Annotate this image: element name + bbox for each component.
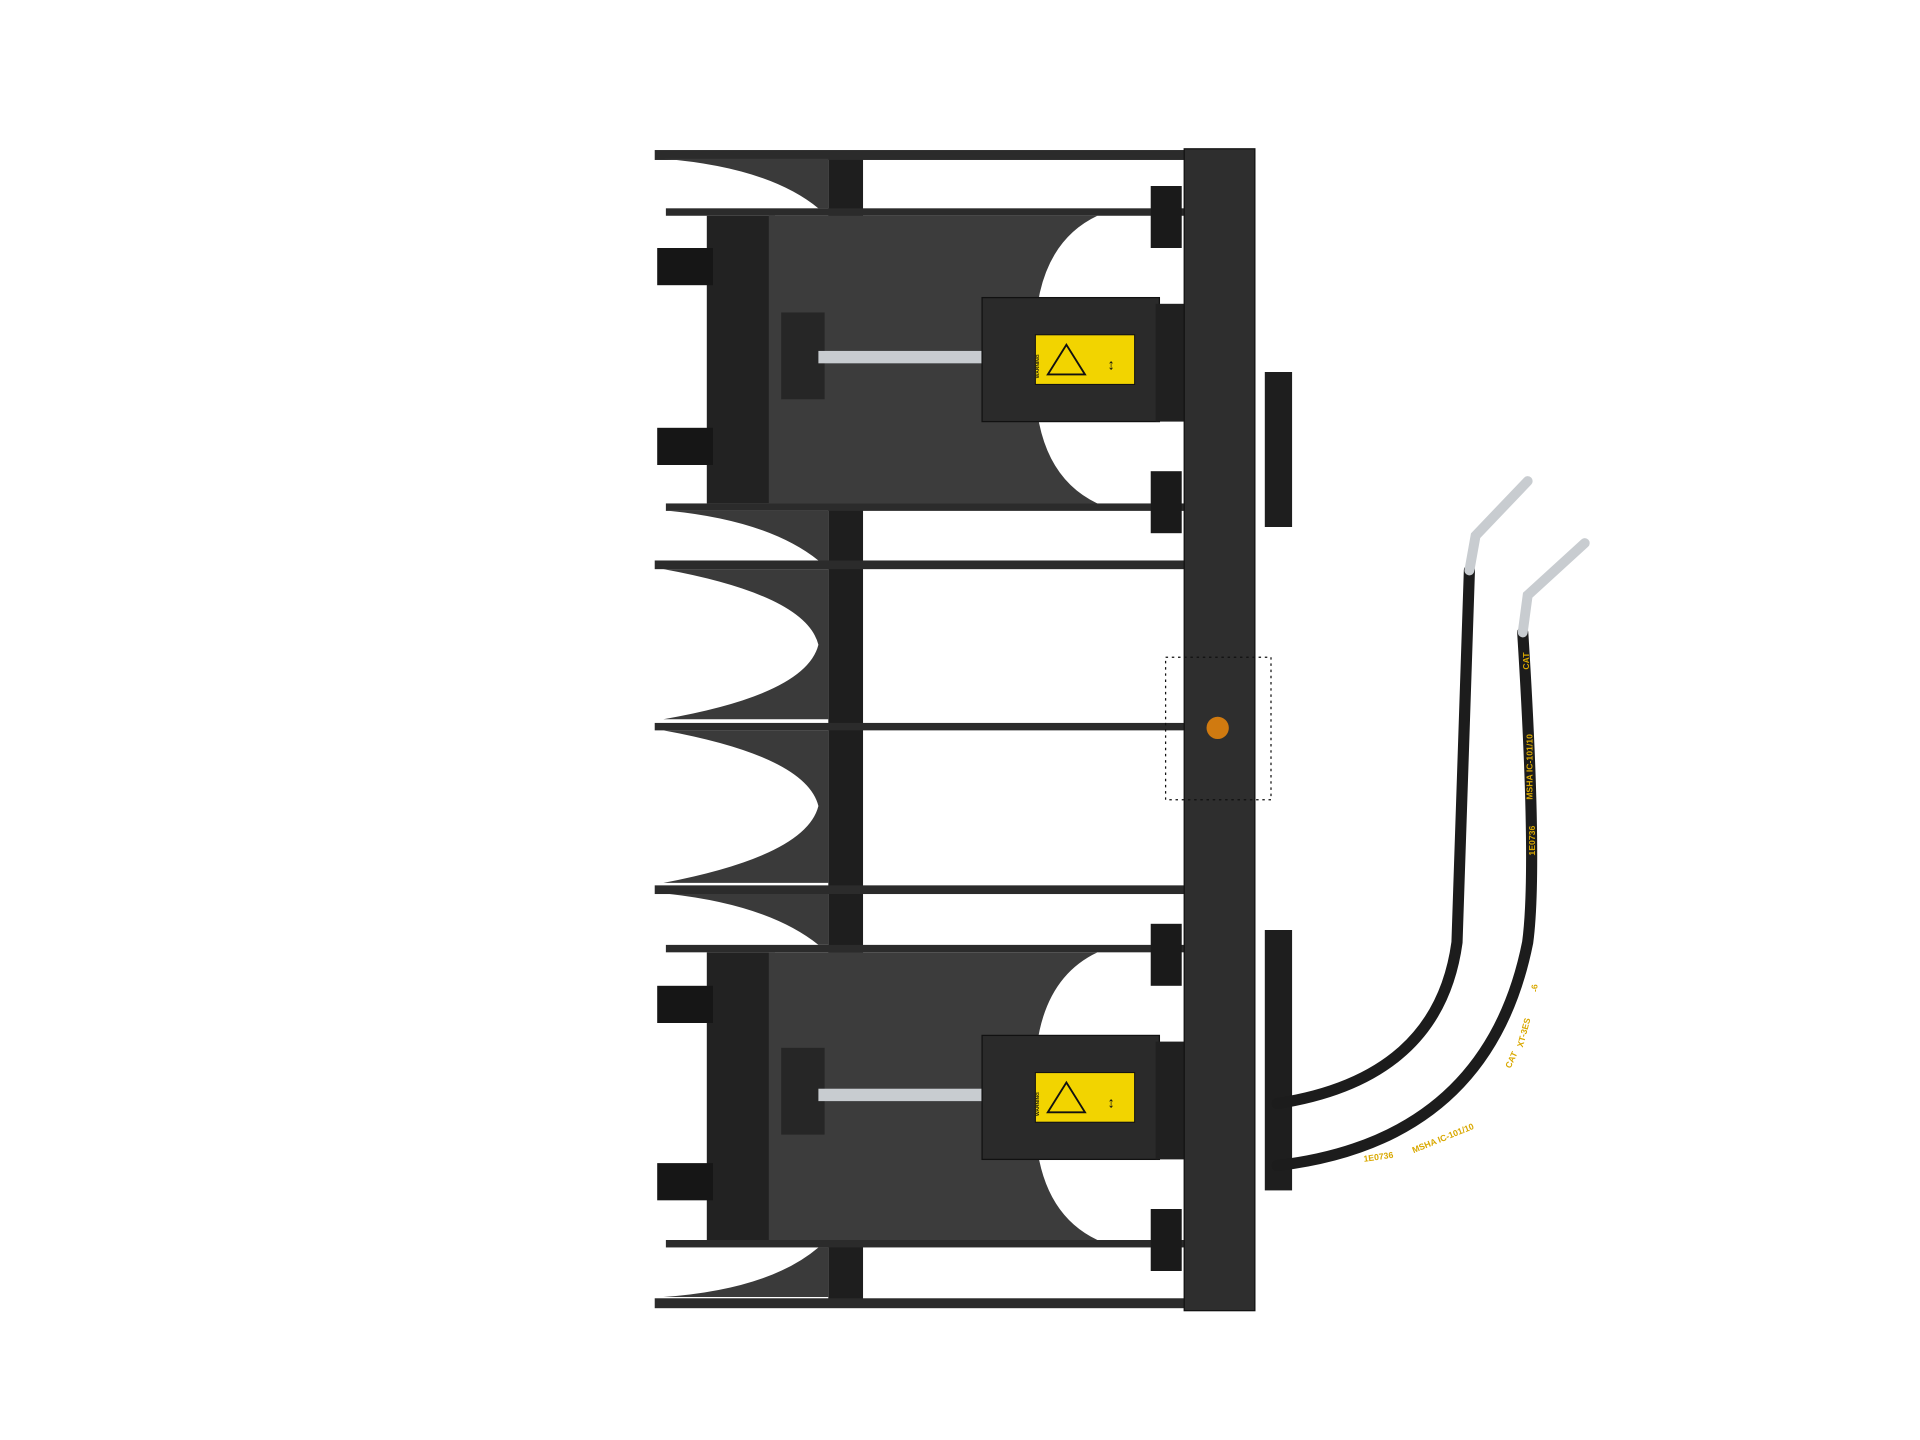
arrow-icon: ↕ bbox=[1107, 358, 1114, 374]
svg-text:1E0736: 1E0736 bbox=[1527, 826, 1537, 856]
svg-text:MSHA IC-101/10: MSHA IC-101/10 bbox=[1525, 734, 1535, 800]
svg-text:XT-3ES: XT-3ES bbox=[1515, 1017, 1532, 1049]
arrow-icon: ↕ bbox=[1107, 1095, 1114, 1111]
svg-text:CAT: CAT bbox=[1503, 1049, 1520, 1069]
svg-text:-6: -6 bbox=[1530, 984, 1540, 992]
svg-text:CAT: CAT bbox=[1521, 652, 1531, 670]
warning-text: WARNING bbox=[1035, 1092, 1041, 1116]
warning-text: WARNING bbox=[1035, 354, 1041, 378]
tine-teeth bbox=[663, 158, 829, 1298]
lower-grapple-arm bbox=[657, 952, 1206, 1240]
upper-grapple-arm bbox=[657, 215, 1206, 504]
logo-badge bbox=[1206, 716, 1229, 740]
hydraulic-hoses bbox=[1271, 476, 1590, 1172]
warning-label-upper: WARNING ↕ bbox=[1034, 334, 1136, 385]
mount-frame bbox=[1150, 148, 1293, 1312]
svg-text:1E0736: 1E0736 bbox=[1363, 1150, 1394, 1164]
warning-label-lower: WARNING ↕ bbox=[1034, 1072, 1136, 1123]
svg-text:MSHA IC-101/10: MSHA IC-101/10 bbox=[1411, 1121, 1476, 1155]
tines bbox=[654, 150, 1188, 1309]
